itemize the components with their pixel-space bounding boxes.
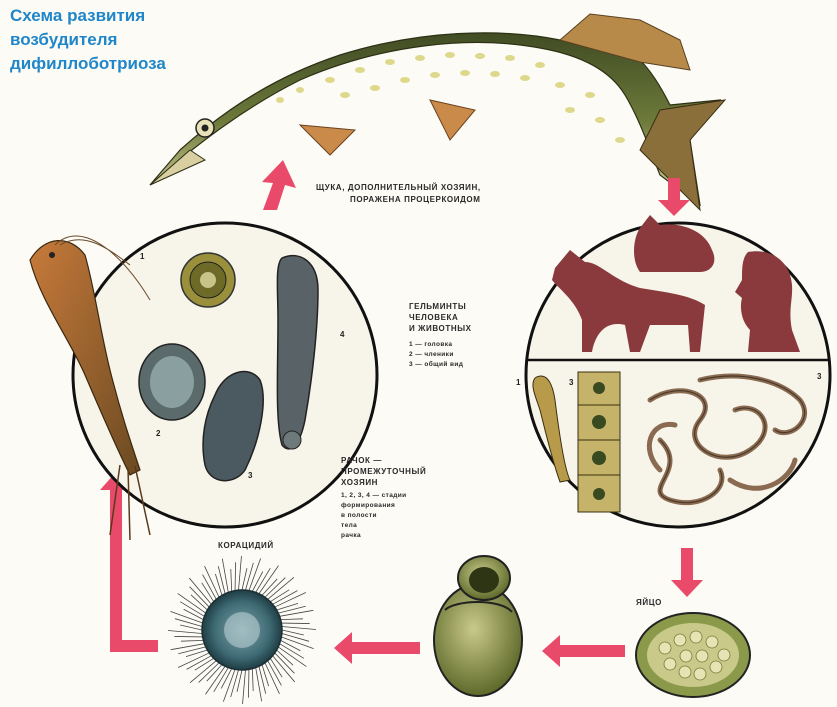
hatching-egg-illustration xyxy=(434,556,522,696)
egg-label: ЯЙЦО xyxy=(636,598,662,608)
pike-pectoral-fin xyxy=(300,125,355,155)
crustacean-label-line-6: в полости xyxy=(341,511,377,521)
diagram-title: Схема развития возбудителя дифиллоботрио… xyxy=(10,4,220,76)
arrow-to-egg xyxy=(671,548,703,597)
crustacean-label-line-3: ХОЗЯИН xyxy=(341,478,378,488)
crustacean-stages-circle xyxy=(73,223,377,527)
egg-illustration xyxy=(636,613,750,697)
stage-number-1: 1 xyxy=(140,252,144,261)
pike-label-line-1: ЩУКА, ДОПОЛНИТЕЛЬНЫЙ ХОЗЯИН, xyxy=(316,183,481,193)
legend-item-general-view: 3 — общий вид xyxy=(409,360,463,370)
title-line-2: возбудителя xyxy=(10,28,220,52)
host-number-general: 3 xyxy=(817,372,821,381)
arrow-to-coracidium xyxy=(334,632,420,664)
title-line-3: дифиллоботриоза xyxy=(10,52,220,76)
helminth-label-line-2: ЧЕЛОВЕКА xyxy=(409,313,458,323)
crustacean-label-line-5: формирования xyxy=(341,501,395,511)
stage-number-4: 4 xyxy=(340,330,344,339)
title-line-1: Схема развития xyxy=(10,4,220,28)
crustacean-label-line-1: РАЧОК — xyxy=(341,456,382,466)
legend-item-segments: 2 — членики xyxy=(409,350,454,360)
stage-number-3: 3 xyxy=(248,471,252,480)
coracidium-illustration xyxy=(168,556,316,704)
arrow-to-hatching xyxy=(542,635,625,667)
stage-number-2: 2 xyxy=(156,429,160,438)
definitive-hosts-circle xyxy=(526,215,830,527)
helminth-label-line-1: ГЕЛЬМИНТЫ xyxy=(409,302,466,312)
coracidium-label: КОРАЦИДИЙ xyxy=(218,541,274,551)
pike-label-line-2: ПОРАЖЕНА ПРОЦЕРКОИДОМ xyxy=(350,195,481,205)
crustacean-label-line-4: 1, 2, 3, 4 — стадии xyxy=(341,491,407,501)
host-number-head: 1 xyxy=(516,378,520,387)
legend-item-head: 1 — головка xyxy=(409,340,452,350)
crustacean-label-line-7: тела xyxy=(341,521,357,531)
crustacean-label-line-2: ПРОМЕЖУТОЧНЫЙ xyxy=(341,467,426,477)
helminth-label-line-3: И ЖИВОТНЫХ xyxy=(409,324,472,334)
pike-pelvic-fin xyxy=(430,100,475,140)
crustacean-label-line-8: рачка xyxy=(341,531,361,541)
pike-fish-illustration xyxy=(150,14,725,210)
host-number-segments: 3 xyxy=(569,378,573,387)
arrow-to-pike xyxy=(262,160,296,210)
